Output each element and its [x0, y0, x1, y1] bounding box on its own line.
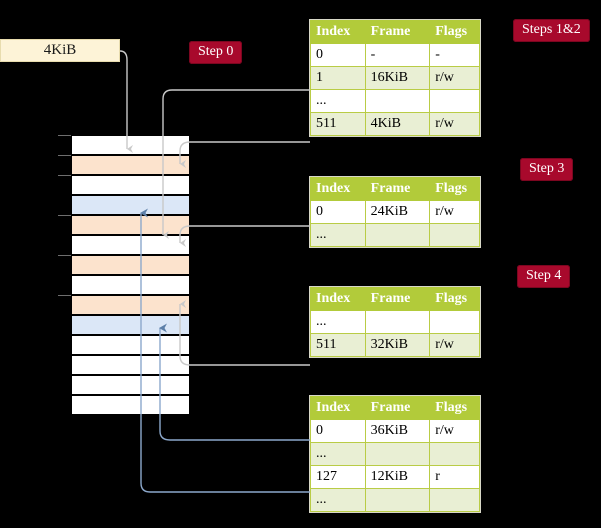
- memory-row: [71, 175, 190, 195]
- table-row: ...: [310, 488, 480, 512]
- scale-tick: [58, 175, 71, 176]
- cell-flags: r: [429, 465, 480, 489]
- cell-frame: [364, 223, 431, 247]
- cell-frame: 12KiB: [364, 465, 431, 489]
- cell-index: 1: [310, 66, 366, 90]
- cell-frame: -: [364, 43, 431, 67]
- memory-row: [71, 275, 190, 295]
- page-table-level-4: Index Frame Flags 0 - - 1 16KiB r/w ...: [310, 20, 480, 136]
- table-row: 511 32KiB r/w: [310, 333, 480, 357]
- cell-flags: [429, 310, 480, 334]
- memory-row: [71, 295, 190, 315]
- cell-flags: r/w: [429, 112, 480, 136]
- cell-flags: r/w: [429, 200, 480, 224]
- cell-flags: [429, 223, 480, 247]
- cell-index: 127: [310, 465, 366, 489]
- column-header-frame: Frame: [364, 396, 431, 420]
- cell-flags: r/w: [429, 66, 480, 90]
- cell-index: 511: [310, 333, 366, 357]
- wire-l3-entry0-to-memory: [179, 225, 310, 247]
- table-row: 511 4KiB r/w: [310, 112, 480, 136]
- table-row: ...: [310, 223, 480, 247]
- page-table-level-1: Index Frame Flags 0 36KiB r/w ... 127 12…: [310, 396, 480, 512]
- badge-step-3: Step 3: [520, 158, 574, 181]
- column-header-flags: Flags: [429, 177, 480, 201]
- cell-frame: [364, 488, 431, 512]
- column-header-index: Index: [310, 287, 366, 311]
- memory-row: [71, 375, 190, 395]
- table-row: 1 16KiB r/w: [310, 66, 480, 90]
- column-header-frame: Frame: [364, 177, 431, 201]
- cell-index: 511: [310, 112, 366, 136]
- cell-index: ...: [310, 89, 366, 113]
- physical-memory-column: [71, 135, 190, 415]
- memory-row: [71, 255, 190, 275]
- badge-steps-1-2: Steps 1&2: [513, 19, 590, 42]
- memory-row: [71, 195, 190, 215]
- memory-row: [71, 215, 190, 235]
- column-header-frame: Frame: [364, 287, 431, 311]
- page-table-level-2: Index Frame Flags ... 511 32KiB r/w: [310, 287, 480, 357]
- memory-row: [71, 315, 190, 335]
- column-header-flags: Flags: [429, 287, 480, 311]
- wire-l2-entry511-to-memory: [179, 300, 310, 366]
- cell-flags: -: [429, 43, 480, 67]
- source-size-box: 4KiB: [0, 39, 120, 62]
- cell-frame: 32KiB: [364, 333, 431, 357]
- source-size-label: 4KiB: [43, 42, 77, 58]
- memory-row: [71, 335, 190, 355]
- cell-index: ...: [310, 442, 366, 466]
- scale-tick: [58, 135, 71, 136]
- column-header-frame: Frame: [364, 20, 431, 44]
- cell-frame: 4KiB: [364, 112, 431, 136]
- cell-index: 0: [310, 419, 366, 443]
- table-row: ...: [310, 89, 480, 113]
- scale-tick: [58, 295, 71, 296]
- scale-tick: [58, 155, 71, 156]
- memory-row: [71, 395, 190, 415]
- badge-step-4: Step 4: [517, 265, 571, 288]
- cell-index: ...: [310, 223, 366, 247]
- cell-flags: r/w: [429, 419, 480, 443]
- table-row: ...: [310, 310, 480, 334]
- cell-frame: [364, 89, 431, 113]
- cell-frame: 16KiB: [364, 66, 431, 90]
- cell-frame: [364, 310, 431, 334]
- cell-frame: 24KiB: [364, 200, 431, 224]
- page-table-level-3: Index Frame Flags 0 24KiB r/w ...: [310, 177, 480, 247]
- memory-row: [71, 355, 190, 375]
- memory-row: [71, 155, 190, 175]
- column-header-flags: Flags: [429, 20, 480, 44]
- cell-index: 0: [310, 200, 366, 224]
- cell-flags: r/w: [429, 333, 480, 357]
- memory-row: [71, 235, 190, 255]
- column-header-index: Index: [310, 20, 366, 44]
- table-row: ...: [310, 442, 480, 466]
- memory-scale-ticks: [58, 135, 72, 415]
- column-header-index: Index: [310, 396, 366, 420]
- cell-flags: [429, 89, 480, 113]
- table-row: 0 - -: [310, 43, 480, 67]
- column-header-flags: Flags: [429, 396, 480, 420]
- cell-flags: [429, 488, 480, 512]
- cell-index: 0: [310, 43, 366, 67]
- scale-tick: [58, 255, 71, 256]
- scale-tick: [58, 215, 71, 216]
- table-row: 127 12KiB r: [310, 465, 480, 489]
- badge-step-0: Step 0: [189, 41, 243, 64]
- cell-index: ...: [310, 488, 366, 512]
- cell-frame: 36KiB: [364, 419, 431, 443]
- cell-frame: [364, 442, 431, 466]
- table-row: 0 24KiB r/w: [310, 200, 480, 224]
- column-header-index: Index: [310, 177, 366, 201]
- cell-index: ...: [310, 310, 366, 334]
- wire-l4-entry511-to-memory: [179, 141, 310, 168]
- table-row: 0 36KiB r/w: [310, 419, 480, 443]
- memory-row: [71, 135, 190, 155]
- cell-flags: [429, 442, 480, 466]
